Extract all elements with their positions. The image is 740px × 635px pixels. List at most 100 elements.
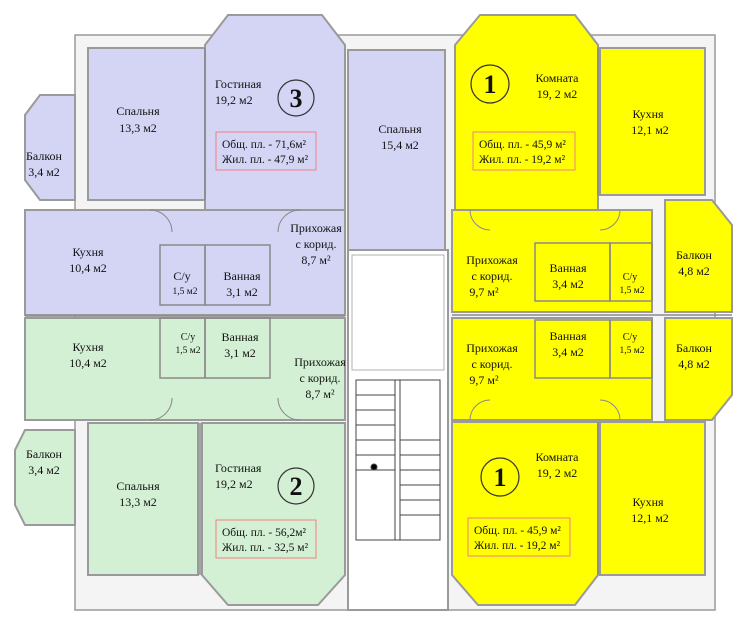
- u1bot-hall-name2: с корид.: [471, 357, 512, 371]
- u1top-stat-total: Общ. пл. - 45,9 м²: [479, 139, 566, 151]
- unit1top-room-bay: [454, 14, 599, 211]
- u1bot-room-area: 19, 2 м2: [537, 466, 578, 480]
- u2-stat-total: Общ. пл. - 56,2м²: [222, 527, 307, 539]
- u1top-number-badge: [470, 64, 510, 104]
- unit1bot-kitchen: [599, 421, 706, 576]
- unit-1-top: [451, 14, 733, 313]
- unit3-lower: [24, 209, 346, 316]
- u3-hall-name: Прихожая: [290, 221, 342, 235]
- u2-hall-name: Прихожая: [294, 355, 346, 369]
- u3-wc-name: С/у: [173, 269, 190, 283]
- u2-stat-living: Жил. пл. - 32,5 м²: [222, 542, 309, 554]
- u1top-number: 1: [484, 70, 497, 99]
- u1top-bath-name: Ванная: [549, 261, 587, 275]
- u3-bedroom-left-area: 13,3 м2: [119, 121, 157, 135]
- u1bot-kitchen-area: 12,1 м2: [631, 511, 669, 525]
- u2-kitchen-name: Кухня: [72, 340, 104, 354]
- u2-living-area: 19,2 м2: [215, 477, 253, 491]
- u1bot-kitchen-name: Кухня: [632, 495, 664, 509]
- u2-number-badge: [277, 467, 315, 505]
- u1bot-wc-name: С/у: [623, 332, 637, 343]
- u2-bath-area: 3,1 м2: [224, 346, 256, 360]
- unit2-bedroom: [87, 422, 199, 576]
- u1bot-stat-total: Общ. пл. - 45,9 м²: [474, 525, 561, 537]
- u2-stats-box: [215, 519, 317, 559]
- u1top-wc-area: 1,5 м2: [619, 286, 644, 296]
- u3-living-area: 19,2 м2: [215, 93, 253, 107]
- u2-balcony-name: Балкон: [26, 447, 63, 461]
- u3-bedroom-right-name: Спальня: [378, 122, 422, 136]
- u1top-hall-area: 9,7 м²: [469, 285, 499, 299]
- u2-number: 2: [290, 472, 303, 501]
- u1top-bath-area: 3,4 м2: [552, 277, 584, 291]
- u1bot-hall-area: 9,7 м²: [469, 373, 499, 387]
- u2-living-name: Гостиная: [215, 461, 262, 475]
- elevator-shaft: [351, 254, 445, 371]
- u3-bedroom-left-name: Спальня: [116, 104, 160, 118]
- u3-balcony-name: Балкон: [26, 149, 63, 163]
- u1bot-stats-box: [467, 517, 571, 557]
- unit1bot-balcony: [664, 317, 733, 421]
- u3-kitchen-area: 10,4 м2: [69, 261, 107, 275]
- unit1top-kitchen: [599, 47, 706, 196]
- u1bot-number: 1: [494, 463, 507, 492]
- u2-hall-name2: с корид.: [299, 371, 340, 385]
- u1bot-room-name: Комната: [536, 450, 580, 464]
- u3-number: 3: [290, 84, 303, 113]
- u1bot-wc-area: 1,5 м2: [619, 346, 644, 356]
- unit1top-hall-block: [451, 209, 653, 313]
- u1top-room-name: Комната: [536, 71, 580, 85]
- interior-walls: [25, 48, 732, 575]
- unit-3: [24, 14, 446, 316]
- u2-bedroom-area: 13,3 м2: [119, 495, 157, 509]
- u3-wc-area: 1,5 м2: [172, 287, 197, 297]
- u3-living-name: Гостиная: [215, 77, 262, 91]
- u1bot-balcony-area: 4,8 м2: [678, 357, 710, 371]
- u1top-hall-name: Прихожая: [466, 253, 518, 267]
- unit1bot-hall-block: [451, 317, 653, 421]
- u1top-balcony-area: 4,8 м2: [678, 264, 710, 278]
- u2-wc-area: 1,5 м2: [175, 346, 200, 356]
- unit-2: [14, 317, 346, 606]
- u3-balcony-area: 3,4 м2: [28, 165, 60, 179]
- u1bot-balcony-name: Балкон: [676, 341, 713, 355]
- u1top-stat-living: Жил. пл. - 19,2 м²: [479, 154, 566, 166]
- unit-1-bottom: [451, 317, 733, 606]
- u3-stats-box: [215, 131, 317, 171]
- unit2-living-bay: [201, 422, 346, 606]
- u3-bath-name: Ванная: [223, 269, 261, 283]
- unit3-balcony: [24, 94, 76, 201]
- u2-bedroom-name: Спальня: [116, 479, 160, 493]
- u3-kitchen-name: Кухня: [72, 245, 104, 259]
- u1bot-bath-name: Ванная: [549, 329, 587, 343]
- u2-wc-name: С/у: [181, 332, 195, 343]
- u3-number-badge: [277, 79, 315, 117]
- unit1top-balcony: [664, 199, 733, 313]
- u3-hall-name2: с корид.: [295, 237, 336, 251]
- u1bot-stat-living: Жил. пл. - 19,2 м²: [474, 540, 561, 552]
- u1bot-number-badge: [480, 457, 520, 497]
- u2-balcony-area: 3,4 м2: [28, 463, 60, 477]
- u3-hall-area: 8,7 м²: [301, 253, 331, 267]
- u2-kitchen-area: 10,4 м2: [69, 356, 107, 370]
- u1top-room-area: 19, 2 м2: [537, 87, 578, 101]
- u2-hall-area: 8,7 м²: [305, 387, 335, 401]
- u1top-hall-name2: с корид.: [471, 269, 512, 283]
- unit3-living-bay: [204, 14, 346, 211]
- u3-bath-area: 3,1 м2: [226, 285, 258, 299]
- u3-stat-living: Жил. пл. - 47,9 м²: [222, 154, 309, 166]
- u1bot-bath-area: 3,4 м2: [552, 345, 584, 359]
- u1top-kitchen-name: Кухня: [632, 107, 664, 121]
- u1top-balcony-name: Балкон: [676, 248, 713, 262]
- u2-bath-name: Ванная: [221, 330, 259, 344]
- u3-stat-total: Общ. пл. - 71,6м²: [222, 139, 307, 151]
- staircase: [355, 379, 441, 541]
- unit3-bedroom-right: [347, 49, 446, 251]
- door-swings: [149, 209, 621, 421]
- unit2-balcony: [14, 429, 76, 526]
- u1top-kitchen-area: 12,1 м2: [631, 123, 669, 137]
- u3-bedroom-right-area: 15,4 м2: [381, 138, 419, 152]
- u1top-stats-box: [472, 131, 576, 171]
- u1bot-hall-name: Прихожая: [466, 341, 518, 355]
